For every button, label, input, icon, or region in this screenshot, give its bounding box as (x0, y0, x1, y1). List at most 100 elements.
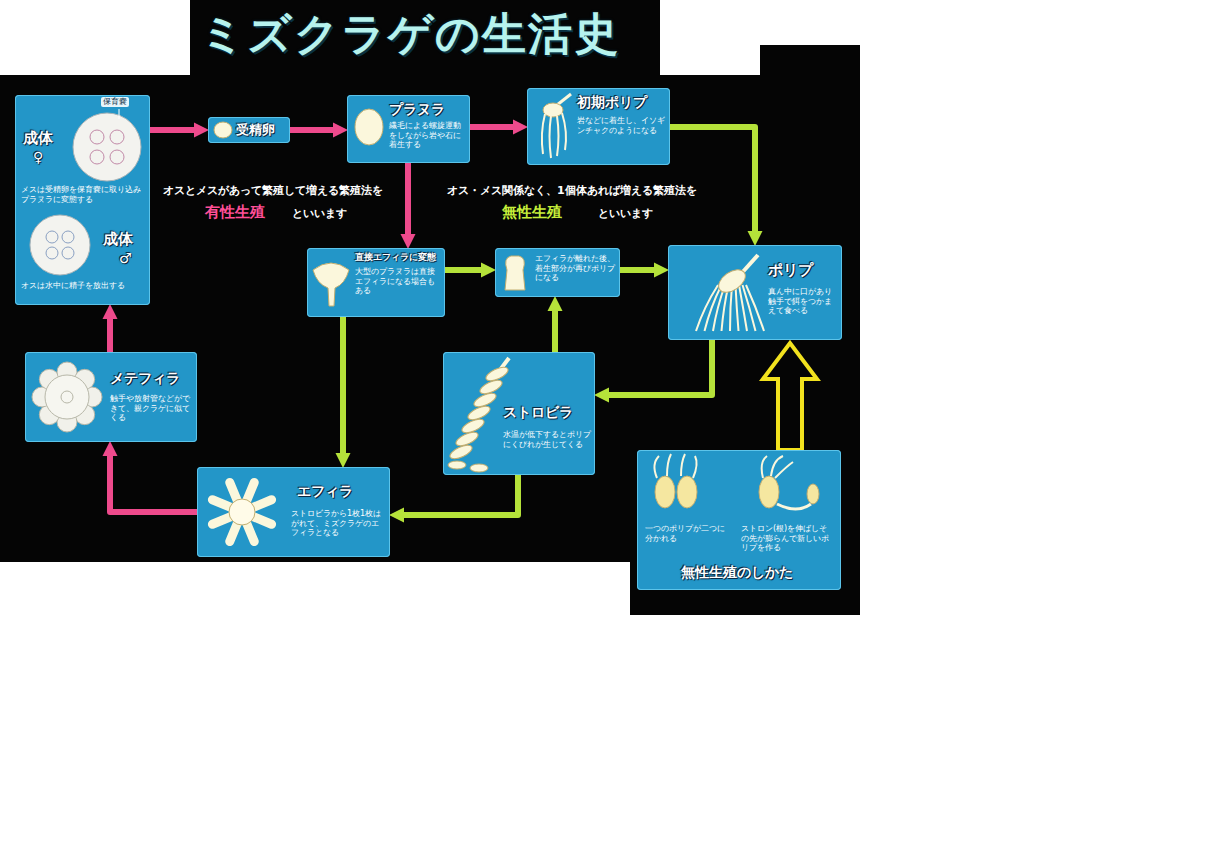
stage-box: 初期ポリプ岩などに着生し、イソギンチャクのようになる (527, 88, 670, 165)
stage-name: メテフィラ (110, 370, 180, 387)
stage-name: 成体 (23, 129, 53, 147)
stage-box: 受精卵 (208, 117, 290, 143)
note-text: といいます (292, 207, 347, 220)
drawing-shape (759, 476, 779, 508)
stage-box: 一つのポリプが二つに分かれるストロン(根)を伸ばしその先が膨らんで新しいポリプを… (637, 450, 841, 590)
stage-box: 直接エフィラに変態大型のプラヌラは直接エフィラになる場合もある (307, 248, 445, 317)
drawing-shape (46, 231, 58, 243)
text-slot: 真ん中に口があり触手で餌をつかまえて食べる (768, 287, 838, 316)
text-slot: ♀ (33, 149, 43, 166)
drawing-shape (715, 265, 750, 297)
drawing-shape (505, 256, 525, 290)
drawing-shape (30, 215, 90, 275)
stage-name: ♂ (119, 250, 132, 267)
title-slot: ミズクラゲの生活史 (200, 8, 620, 61)
drawing-shape (110, 150, 124, 164)
cycle-arrow (470, 124, 513, 130)
description-text: 真ん中に口があり触手で餌をつかまえて食べる (768, 287, 838, 316)
cycle-arrow (107, 319, 113, 352)
note-text: オス・メス関係なく、1個体あれば増える繁殖法を (447, 184, 697, 197)
text-slot: 成体 (23, 129, 53, 147)
label-slot: 無性生殖 (502, 203, 562, 221)
text-slot: 成体 (103, 230, 133, 248)
text-slot: 一つのポリプが二つに分かれる (645, 524, 731, 543)
label-slot: といいます (292, 207, 347, 220)
text-slot: ストロビラ (503, 404, 573, 421)
drawing-shape (777, 504, 811, 509)
stage-name: 無性生殖のしかた (637, 564, 837, 581)
drawing-shape (90, 150, 104, 164)
label-slot: オス・メス関係なく、1個体あれば増える繁殖法を (447, 184, 697, 197)
stage-box: ストロビラ水温が低下するとポリプにくびれが生じてくる (443, 352, 595, 475)
drawing-shape (655, 476, 675, 508)
text-slot: 岩などに着生し、イソギンチャクのようになる (577, 116, 665, 135)
drawing-shape (46, 247, 58, 259)
drawing-shape (62, 231, 74, 243)
text-slot: ストロン(根)を伸ばしその先が膨らんで新しいポリプを作る (741, 524, 833, 553)
stage-box: メテフィラ触手や放射管などができて、親クラゲに似てくる (25, 352, 197, 442)
drawing-shape (557, 116, 559, 156)
stage-box: エフィラストロビラから1枚1枚はがれて、ミズクラゲのエフィラとなる (197, 467, 390, 557)
cycle-arrow (445, 267, 481, 273)
text-slot: 無性生殖のしかた (637, 564, 837, 581)
diagram-title: ミズクラゲの生活史 (200, 8, 620, 61)
description-text: 水温が低下するとポリプにくびれが生じてくる (503, 430, 591, 449)
text-slot: 保育嚢 (101, 97, 129, 107)
drawing-shape (484, 364, 510, 383)
text-slot: 繊毛による螺旋運動をしながら岩や石に着生する (389, 121, 465, 150)
note-text: といいます (598, 207, 653, 220)
drawing-shape (562, 113, 566, 150)
drawing-shape (448, 461, 466, 469)
stage-name: ♀ (33, 149, 43, 166)
drawing-shape (550, 116, 552, 158)
cycle-arrow (609, 340, 712, 395)
cycle-arrow (552, 311, 558, 352)
part-label: 保育嚢 (101, 97, 129, 107)
drawing-shape (762, 456, 793, 478)
cycle-arrow (670, 127, 755, 231)
cycle-arrow (340, 317, 346, 453)
cycle-arrow (405, 163, 411, 234)
description-text: メスは受精卵を保育嚢に取り込みプラヌラに変態する (21, 185, 145, 204)
black-panel (0, 0, 860, 615)
description-text: 繊毛による螺旋運動をしながら岩や石に着生する (389, 121, 465, 150)
label-slot: 有性生殖 (205, 203, 265, 221)
drawing-shape (557, 94, 571, 105)
drawing-shape (313, 263, 349, 306)
text-slot: 触手や放射管などができて、親クラゲに似てくる (110, 394, 192, 423)
drawing-shape (736, 285, 739, 331)
stage-box: プラヌラ繊毛による螺旋運動をしながら岩や石に着生する (347, 95, 470, 163)
text-slot: メテフィラ (110, 370, 180, 387)
description-text: オスは水中に精子を放出する (21, 281, 131, 291)
stage-name: 直接エフィラに変態 (355, 252, 436, 263)
cycle-arrow (620, 267, 654, 273)
description-text: 岩などに着生し、イソギンチャクのようになる (577, 116, 665, 135)
description-text: ストロビラから1枚1枚はがれて、ミズクラゲのエフィラとなる (291, 509, 385, 538)
drawing-shape (119, 109, 120, 119)
text-slot: オスは水中に精子を放出する (21, 281, 131, 291)
text-slot: 受精卵 (236, 122, 275, 138)
text-slot: 初期ポリプ (577, 94, 647, 111)
cycle-arrow (290, 127, 333, 133)
drawing-shape (705, 285, 722, 331)
note-text: オスとメスがあって繁殖して増える繁殖法を (163, 184, 383, 197)
stage-name: ストロビラ (503, 404, 573, 421)
label-slot: といいます (598, 207, 653, 220)
drawing-shape (90, 130, 104, 144)
description-text: 一つのポリプが二つに分かれる (645, 524, 731, 543)
drawing-shape (677, 476, 697, 508)
text-slot: ♂ (119, 250, 132, 267)
stage-name: 成体 (103, 230, 133, 248)
drawing-shape (654, 454, 696, 478)
text-slot: ポリプ (768, 261, 813, 279)
text-slot: エフィラが離れた後、着生部分が再びポリプになる (535, 254, 615, 283)
hollow-arrow (763, 343, 817, 450)
drawing-shape (470, 464, 488, 472)
description-text: 触手や放射管などができて、親クラゲに似てくる (110, 394, 192, 423)
text-slot: メスは受精卵を保育嚢に取り込みプラヌラに変態する (21, 185, 145, 204)
text-slot: 直接エフィラに変態 (355, 252, 436, 263)
text-slot: ストロビラから1枚1枚はがれて、ミズクラゲのエフィラとなる (291, 509, 385, 538)
drawing-shape (543, 103, 563, 117)
stage-name: ポリプ (768, 261, 813, 279)
